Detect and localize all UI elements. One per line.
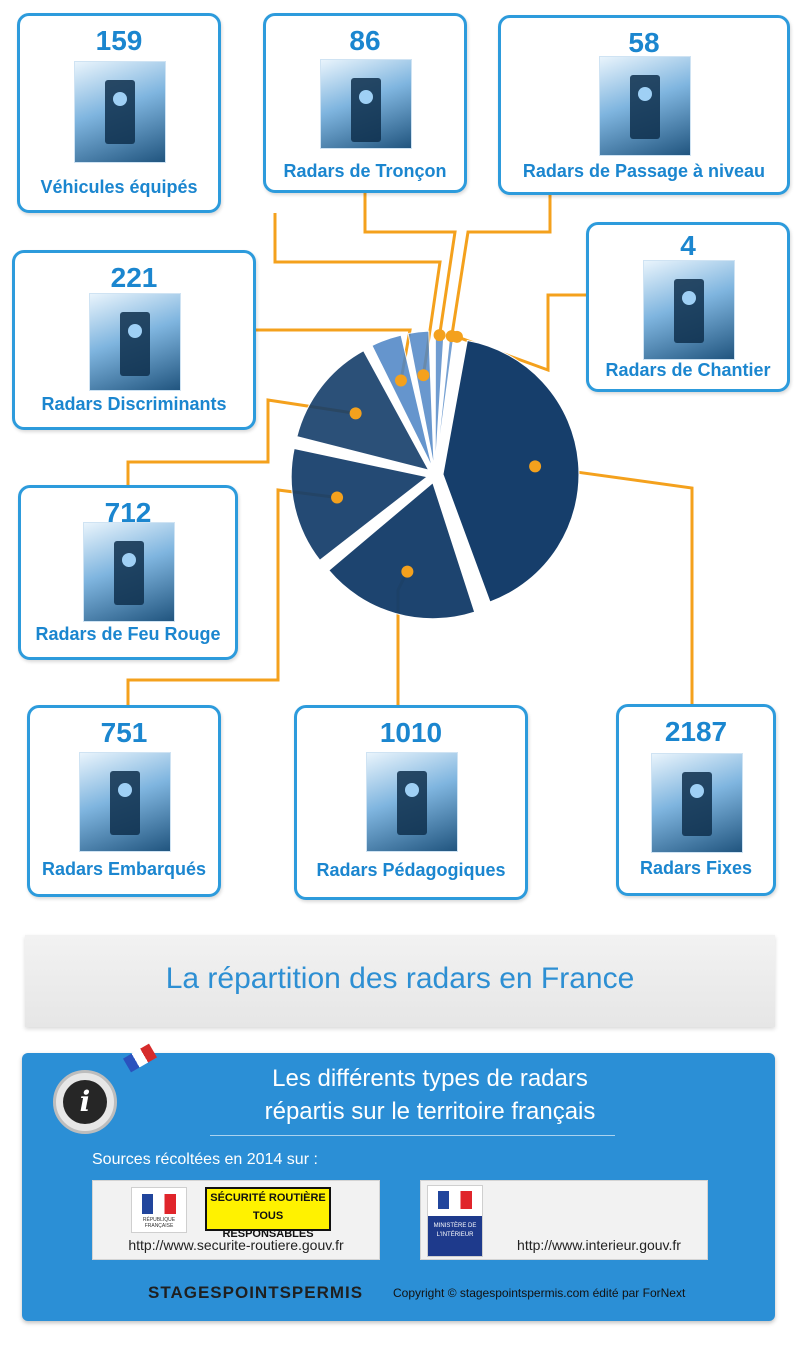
pie-slice-1 (328, 481, 476, 620)
photo-icon (74, 61, 166, 163)
info-heading-line2: répartis sur le territoire français (264, 1098, 596, 1125)
card-radars-pedagogiques: 1010 Radars Pédagogiques (294, 705, 528, 900)
photo-icon (643, 260, 735, 360)
card-radars-feu-rouge: 712 Radars de Feu Rouge (18, 485, 238, 660)
card-radars-passage-niveau: 58 Radars de Passage à niveau (498, 15, 790, 195)
photo-icon (599, 56, 691, 156)
card-count: 221 (110, 262, 158, 293)
pie-slice-3 (296, 350, 430, 471)
card-count: 2187 (664, 716, 728, 747)
card-radars-chantier: 4 Radars de Chantier (586, 222, 790, 392)
source-link[interactable]: http://www.securite-routiere.gouv.fr (128, 1237, 344, 1253)
card-vehicules-equipes: 159 Véhicules équipés (17, 13, 221, 213)
photo-icon (83, 522, 175, 622)
brand-logo: STAGESPOINTSPERMIS (148, 1283, 364, 1302)
pie-slice-0 (442, 339, 580, 603)
card-count: 1010 (379, 717, 443, 748)
card-count: 751 (100, 717, 148, 748)
connector-dot-6 (433, 329, 446, 342)
connector-dot-5 (417, 369, 430, 382)
card-label: Véhicules équipés (40, 177, 198, 197)
sources-label: Sources récoltées en 2014 sur : (92, 1151, 318, 1168)
pie-slice-4 (371, 334, 433, 468)
card-label: Radars Fixes (639, 858, 753, 878)
connector-5 (273, 213, 442, 376)
card-label: Radars Embarqués (41, 859, 207, 879)
connector-dot-2 (331, 491, 344, 504)
photo-icon (320, 59, 412, 149)
source-link[interactable]: http://www.interieur.gouv.fr (517, 1237, 681, 1253)
card-radars-embarques: 751 Radars Embarqués (27, 705, 221, 897)
connector-0 (534, 464, 694, 704)
photo-icon (651, 753, 743, 853)
pie-slice-5 (407, 330, 435, 468)
source-box-interieur: MINISTÈRE DE L'INTÉRIEUR http://www.inte… (420, 1180, 708, 1260)
connector-dot-0 (529, 460, 542, 473)
photo-icon (79, 752, 171, 852)
card-radars-troncon: 86 Radars de Tronçon (263, 13, 467, 193)
card-label: Radars de Feu Rouge (35, 624, 221, 644)
card-count: 86 (349, 25, 381, 56)
connector-3 (126, 398, 356, 485)
card-count: 4 (680, 230, 696, 261)
divider (210, 1135, 615, 1136)
connector-7 (450, 195, 552, 337)
card-count: 58 (628, 27, 660, 58)
connector-dot-4 (394, 374, 407, 387)
copyright-text: Copyright © stagespointspermis.com édité… (393, 1286, 686, 1300)
card-label: Radars Pédagogiques (316, 860, 506, 880)
card-count: 159 (95, 25, 143, 56)
card-label: Radars de Chantier (605, 360, 771, 380)
info-icon: i (53, 1070, 117, 1134)
republique-francaise-logo: RÉPUBLIQUE FRANÇAISE (131, 1187, 187, 1233)
title-band: La répartition des radars en France (25, 935, 775, 1027)
card-label: Radars Discriminants (41, 394, 227, 414)
connector-dot-1 (401, 565, 414, 578)
info-heading-line1: Les différents types de radars (272, 1065, 588, 1092)
card-radars-discriminants: 221 Radars Discriminants (12, 250, 256, 430)
source-box-securite-routiere: RÉPUBLIQUE FRANÇAISE SÉCURITÉ ROUTIÈRE T… (92, 1180, 380, 1260)
ministere-interieur-logo: MINISTÈRE DE L'INTÉRIEUR (427, 1185, 483, 1257)
connector-6 (363, 193, 457, 336)
photo-icon (366, 752, 458, 852)
card-radars-fixes: 2187 Radars Fixes (616, 704, 776, 896)
card-label: Radars de Tronçon (283, 161, 447, 181)
chart-title: La répartition des radars en France (165, 962, 635, 995)
card-label: Radars de Passage à niveau (522, 161, 766, 181)
securite-routiere-logo: SÉCURITÉ ROUTIÈRE TOUS RESPONSABLES (205, 1187, 331, 1240)
pie-slice-2 (290, 447, 429, 561)
connector-dot-3 (349, 407, 362, 420)
connector-dot-8 (450, 330, 463, 343)
photo-icon (89, 293, 181, 391)
